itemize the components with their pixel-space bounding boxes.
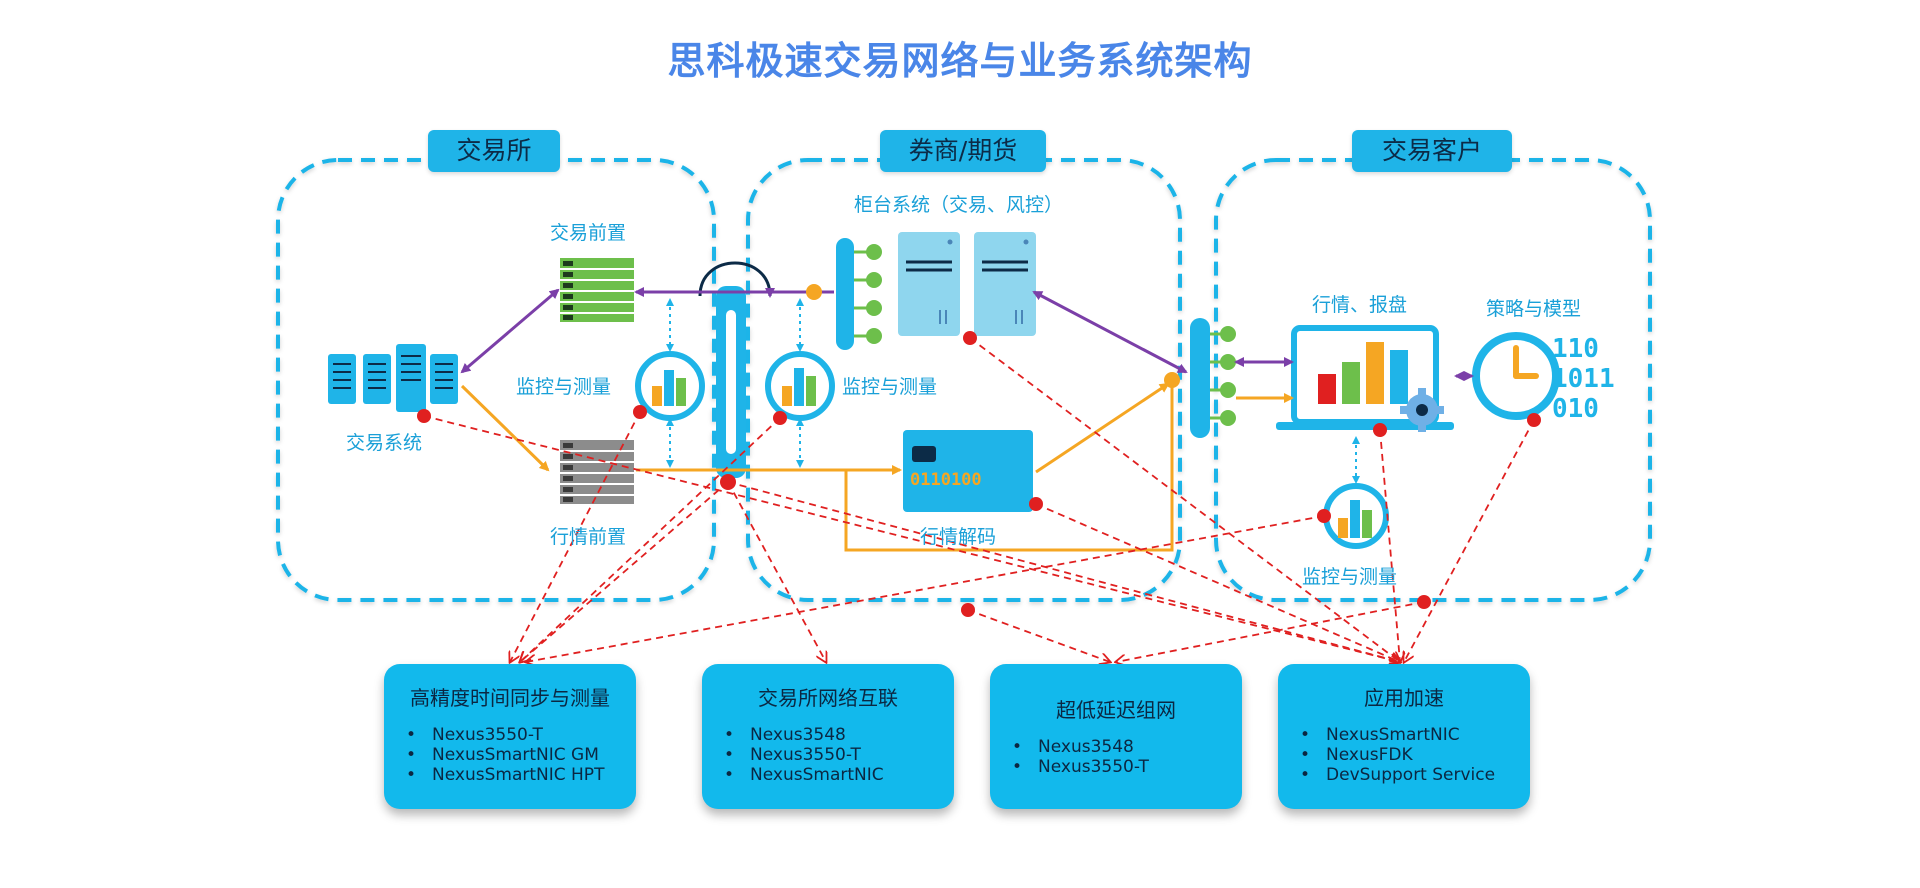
counter-switch-icon xyxy=(836,238,882,350)
market-decode-card-icon xyxy=(903,430,1033,512)
label-trading-system: 交易系统 xyxy=(346,432,423,454)
red-node xyxy=(1317,509,1331,523)
solution-card-time-sync: 高精度时间同步与测量 Nexus3550-T NexusSmartNIC GM … xyxy=(384,664,636,809)
laptop-chart-icon xyxy=(1276,325,1454,430)
zone-title-broker: 券商/期货 xyxy=(880,130,1046,172)
monitor-gauge-icon-3 xyxy=(1323,483,1389,549)
exchange-switch-icon xyxy=(716,286,746,478)
link-counter-to-client xyxy=(1032,290,1188,374)
trading-system-icon xyxy=(328,344,458,412)
zone-broker-frame xyxy=(746,158,1182,602)
label-monitor-2: 监控与测量 xyxy=(842,376,938,398)
solution-item: NexusSmartNIC xyxy=(1300,725,1530,745)
solution-item: NexusSmartNIC HPT xyxy=(406,765,636,785)
solution-title: 高精度时间同步与测量 xyxy=(410,686,610,710)
solution-title: 超低延迟组网 xyxy=(1056,698,1176,722)
link-trading-to-tradefront xyxy=(460,288,560,374)
solution-item: NexusFDK xyxy=(1300,745,1530,765)
orange-node-1 xyxy=(806,284,822,300)
solution-card-exchange-interconnect: 交易所网络互联 Nexus3548 Nexus3550-T NexusSmart… xyxy=(702,664,954,809)
solution-list: NexusSmartNIC NexusFDK DevSupport Servic… xyxy=(1300,725,1530,785)
solution-item: DevSupport Service xyxy=(1300,765,1530,785)
link-decode-bypass xyxy=(844,380,1174,552)
solution-title: 交易所网络互联 xyxy=(758,686,898,710)
counter-server-icon xyxy=(898,232,960,336)
label-market-report: 行情、报盘 xyxy=(1312,294,1408,316)
zone-title-client: 交易客户 xyxy=(1352,130,1512,172)
gear-icon xyxy=(1400,388,1444,432)
label-market-front: 行情前置 xyxy=(550,526,627,548)
link-trading-to-marketfront xyxy=(460,384,550,472)
label-strategy-model: 策略与模型 xyxy=(1486,298,1582,320)
solution-item: Nexus3548 xyxy=(724,725,954,745)
solution-item: Nexus3550-T xyxy=(406,725,636,745)
label-counter-system: 柜台系统（交易、风控） xyxy=(854,194,1064,216)
solution-title: 应用加速 xyxy=(1364,686,1444,710)
loop-arc xyxy=(698,261,775,298)
solution-list: Nexus3548 Nexus3550-T NexusSmartNIC xyxy=(724,725,954,785)
decode-bits: 0110100 xyxy=(910,470,982,490)
trade-front-icon xyxy=(560,258,634,322)
solution-item: Nexus3548 xyxy=(1012,737,1242,757)
solution-item: Nexus3550-T xyxy=(1012,757,1242,777)
red-node xyxy=(720,474,736,490)
counter-server-icon-2 xyxy=(974,232,1036,336)
solution-item: Nexus3550-T xyxy=(724,745,954,765)
red-node xyxy=(963,331,977,345)
solution-card-app-acceleration: 应用加速 NexusSmartNIC NexusFDK DevSupport S… xyxy=(1278,664,1530,809)
clock-icon xyxy=(1472,332,1560,420)
client-switch-icon xyxy=(1190,318,1236,438)
solution-item: NexusSmartNIC GM xyxy=(406,745,636,765)
red-node xyxy=(1417,595,1431,609)
monitor-gauge-icon-1 xyxy=(635,351,705,421)
solution-list: Nexus3548 Nexus3550-T xyxy=(1012,737,1242,777)
solution-item: NexusSmartNIC xyxy=(724,765,954,785)
red-node xyxy=(633,405,647,419)
red-node xyxy=(1373,423,1387,437)
red-node xyxy=(961,603,975,617)
zone-title-exchange: 交易所 xyxy=(428,130,560,172)
page-title: 思科极速交易网络与业务系统架构 xyxy=(667,39,1253,83)
binary-text: 110 1011 010 xyxy=(1552,334,1615,424)
label-monitor-1: 监控与测量 xyxy=(516,376,612,398)
label-trade-front: 交易前置 xyxy=(550,222,627,244)
monitor-gauge-icon-2 xyxy=(765,351,835,421)
red-node xyxy=(773,411,787,425)
label-market-decode: 行情解码 xyxy=(920,526,997,548)
market-front-icon xyxy=(560,440,634,504)
link-decode-to-client xyxy=(1035,382,1170,474)
solution-list: Nexus3550-T NexusSmartNIC GM NexusSmartN… xyxy=(406,725,636,785)
solution-card-low-latency: 超低延迟组网 Nexus3548 Nexus3550-T xyxy=(990,664,1242,809)
red-node xyxy=(417,409,431,423)
red-node xyxy=(1029,497,1043,511)
orange-node-2 xyxy=(1164,372,1180,388)
label-monitor-3: 监控与测量 xyxy=(1302,566,1398,588)
red-node xyxy=(1527,413,1541,427)
zone-client-frame xyxy=(1214,158,1652,602)
